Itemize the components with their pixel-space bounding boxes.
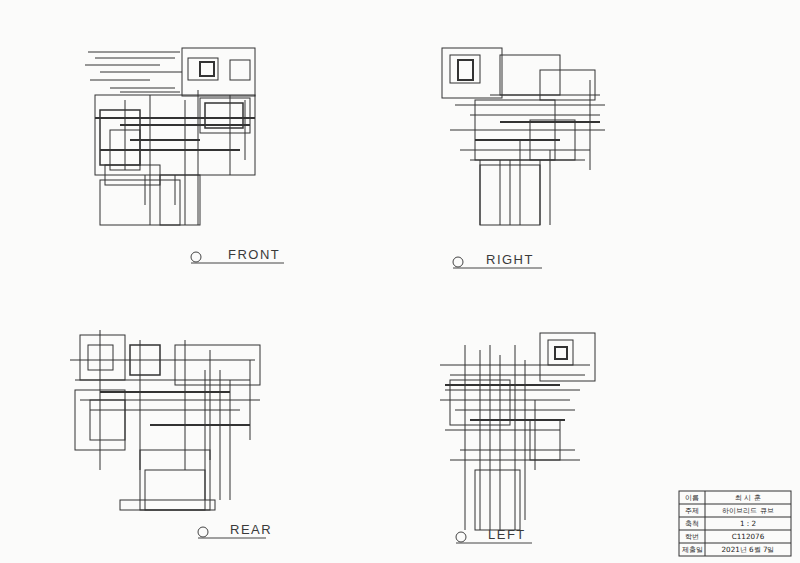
front-elevation <box>85 48 255 225</box>
left-elevation <box>440 333 595 530</box>
view-markers <box>191 252 542 543</box>
rear-elevation <box>70 330 260 510</box>
table-header-cell: 축척 <box>679 517 705 530</box>
right-elevation <box>442 48 605 225</box>
table-header-cell: 제출일 <box>679 543 705 556</box>
table-header-cell: 이름 <box>679 491 705 504</box>
table-value-cell: 최 시 훈 <box>705 491 791 504</box>
title-block <box>679 491 791 556</box>
table-header-cell: 주제 <box>679 504 705 517</box>
table-value-cell: 2021년 6월 7일 <box>705 543 791 556</box>
view-title: RIGHT <box>486 252 534 267</box>
table-value-cell: C112076 <box>705 530 791 543</box>
view-title: FRONT <box>228 247 280 262</box>
view-title: REAR <box>230 522 272 537</box>
table-value-cell: 하이브리드 큐브 <box>705 504 791 517</box>
table-header-cell: 학번 <box>679 530 705 543</box>
table-value-cell: 1 : 2 <box>705 517 791 530</box>
view-title: LEFT <box>488 527 526 542</box>
